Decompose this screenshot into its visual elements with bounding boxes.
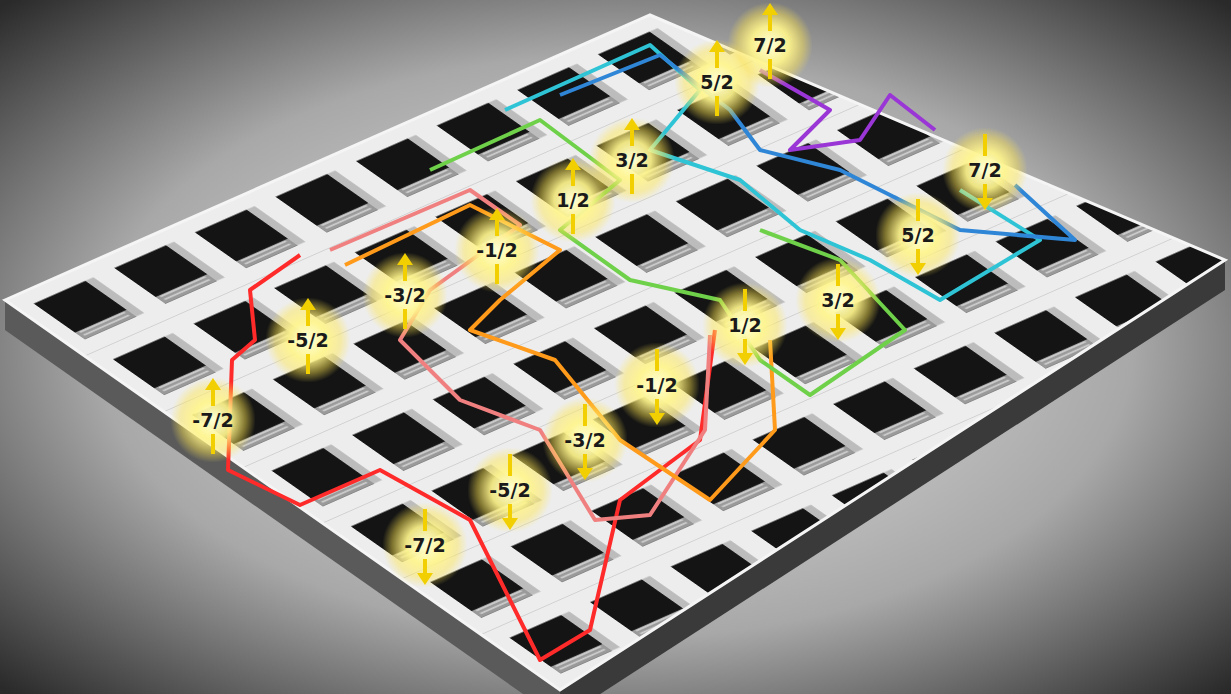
arrow-shaft xyxy=(715,96,719,116)
arrow-head xyxy=(762,3,778,15)
spin-value: 7/2 xyxy=(943,158,1027,182)
arrow-shaft xyxy=(211,434,215,454)
arrow-head xyxy=(397,253,413,265)
spin-value: -7/2 xyxy=(383,533,467,557)
spin-value: -1/2 xyxy=(455,238,539,262)
arrow-head xyxy=(737,353,753,365)
arrow-shaft xyxy=(495,264,499,284)
spin-value: -5/2 xyxy=(468,478,552,502)
arrow-shaft xyxy=(423,509,427,531)
spin-badge: -5/2 xyxy=(266,298,350,382)
arrow-head xyxy=(624,118,640,130)
arrow-head xyxy=(709,40,725,52)
arrow-head xyxy=(577,468,593,480)
arrow-shaft xyxy=(916,199,920,221)
arrow-head xyxy=(502,518,518,530)
spin-badge: -5/2 xyxy=(468,448,552,532)
arrow-head xyxy=(977,198,993,210)
spin-badge: -1/2 xyxy=(615,343,699,427)
spin-value: -5/2 xyxy=(266,328,350,352)
spin-value: 3/2 xyxy=(796,288,880,312)
spin-value: 1/2 xyxy=(703,313,787,337)
arrow-shaft xyxy=(715,50,719,68)
arrow-shaft xyxy=(768,59,772,79)
spin-badge: -3/2 xyxy=(543,398,627,482)
arrow-shaft xyxy=(836,264,840,286)
arrow-head xyxy=(417,573,433,585)
spin-value: 7/2 xyxy=(728,33,812,57)
arrow-head xyxy=(489,208,505,220)
arrow-head xyxy=(565,158,581,170)
spin-value: 1/2 xyxy=(531,188,615,212)
arrow-shaft xyxy=(211,388,215,406)
arrow-shaft xyxy=(495,218,499,236)
arrow-head xyxy=(830,328,846,340)
spin-value: -7/2 xyxy=(171,408,255,432)
arrow-shaft xyxy=(983,134,987,156)
spin-value: -3/2 xyxy=(363,283,447,307)
spin-value: 5/2 xyxy=(876,223,960,247)
arrow-shaft xyxy=(508,454,512,476)
spin-badge: 5/2 xyxy=(675,40,759,124)
arrow-shaft xyxy=(571,214,575,234)
spin-badge: -3/2 xyxy=(363,253,447,337)
arrow-shaft xyxy=(630,128,634,146)
spin-badge: 3/2 xyxy=(796,258,880,342)
arrow-shaft xyxy=(583,404,587,426)
arrow-head xyxy=(205,378,221,390)
arrow-shaft xyxy=(306,308,310,326)
arrow-shaft xyxy=(403,263,407,281)
spin-badge: -7/2 xyxy=(171,378,255,462)
spin-badge: -7/2 xyxy=(383,503,467,587)
spin-badge: 1/2 xyxy=(703,283,787,367)
arrow-shaft xyxy=(743,289,747,311)
spin-badge: 1/2 xyxy=(531,158,615,242)
arrow-shaft xyxy=(403,309,407,329)
spin-badge: 5/2 xyxy=(876,193,960,277)
arrow-head xyxy=(649,413,665,425)
arrow-shaft xyxy=(630,174,634,194)
arrow-head xyxy=(910,263,926,275)
spin-value: 5/2 xyxy=(675,70,759,94)
arrow-shaft xyxy=(306,354,310,374)
spin-value: -1/2 xyxy=(615,373,699,397)
arrow-shaft xyxy=(768,13,772,31)
arrow-head xyxy=(300,298,316,310)
spin-value: 3/2 xyxy=(590,148,674,172)
arrow-shaft xyxy=(571,168,575,186)
spin-badge: -1/2 xyxy=(455,208,539,292)
arrow-shaft xyxy=(655,349,659,371)
spin-value: -3/2 xyxy=(543,428,627,452)
